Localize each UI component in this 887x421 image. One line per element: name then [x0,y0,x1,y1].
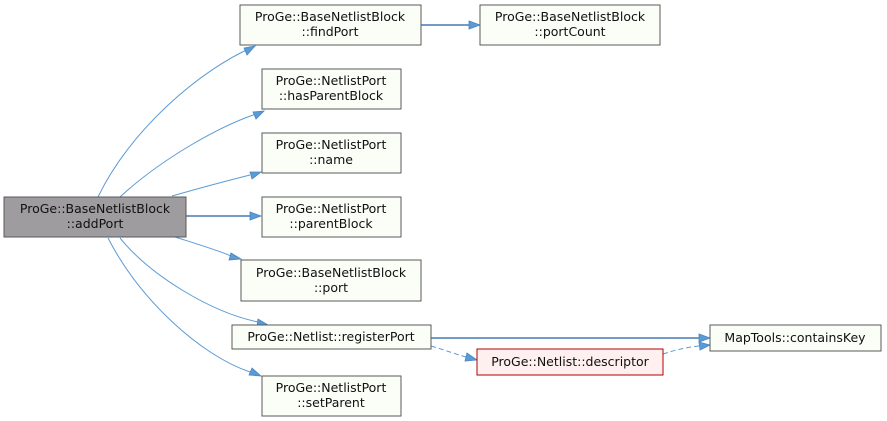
node-label-line2: ::portCount [534,24,605,39]
node-hasParentBlock[interactable]: ProGe::NetlistPort ::hasParentBlock [261,68,402,110]
arrowhead-port [228,252,243,261]
node-port[interactable]: ProGe::BaseNetlistBlock ::port [240,259,422,302]
node-label-line1: ProGe::NetlistPort [276,73,387,88]
arrowhead-parentBlock [249,211,263,221]
node-label-line2: ::setParent [297,395,365,410]
node-label-line1: ProGe::BaseNetlistBlock [495,9,646,24]
node-label: MapTools::containsKey [724,330,866,345]
node-registerPort[interactable]: ProGe::Netlist::registerPort [231,324,432,350]
node-label-line2: ::parentBlock [289,216,373,231]
node-label-line1: ProGe::BaseNetlistBlock [20,201,171,216]
node-label-line1: ProGe::BaseNetlistBlock [256,265,407,280]
node-label-line1: ProGe::NetlistPort [276,380,387,395]
arrowhead-containsKey-2 [698,341,712,351]
edge-addPort-name [171,174,251,197]
edge-addPort-registerPort [119,237,259,323]
node-parentBlock[interactable]: ProGe::NetlistPort ::parentBlock [261,196,402,238]
edge-addPort-port [171,235,232,257]
node-findPort[interactable]: ProGe::BaseNetlistBlock ::findPort [239,4,422,46]
edge-descriptor-containsKey [662,345,700,355]
arrowhead-name [249,171,263,180]
edges [97,20,712,377]
node-label-line2: ::name [309,152,353,167]
node-label: ProGe::Netlist::registerPort [247,329,414,344]
node-portCount[interactable]: ProGe::BaseNetlistBlock ::portCount [479,4,661,46]
arrowhead-hasParentBlock [252,110,266,120]
node-addPort[interactable]: ProGe::BaseNetlistBlock ::addPort [3,196,187,238]
edge-addPort-setParent [107,237,251,373]
node-label-line1: ProGe::NetlistPort [276,137,387,152]
node-name[interactable]: ProGe::NetlistPort ::name [261,132,402,174]
node-containsKey[interactable]: MapTools::containsKey [709,324,882,352]
edge-addPort-hasParentBlock [119,111,263,198]
edge-registerPort-descriptor [430,345,467,358]
node-label-line1: ProGe::BaseNetlistBlock [255,9,406,24]
node-descriptor[interactable]: ProGe::Netlist::descriptor [476,348,664,376]
arrowhead-portCount [468,20,482,30]
node-label-line2: ::port [314,280,348,295]
arrowhead-findPort [243,45,257,56]
node-label-line1: ProGe::NetlistPort [276,201,387,216]
node-label-line2: ::hasParentBlock [279,88,384,103]
arrowhead-setParent [248,367,263,377]
node-setParent[interactable]: ProGe::NetlistPort ::setParent [261,375,402,417]
node-label-line2: ::findPort [302,24,359,39]
node-label-line2: ::addPort [67,216,124,231]
arrowhead-descriptor [464,352,479,362]
node-label: ProGe::Netlist::descriptor [491,354,649,369]
edge-addPort-findPort [97,46,254,198]
arrowhead-containsKey [698,333,712,343]
